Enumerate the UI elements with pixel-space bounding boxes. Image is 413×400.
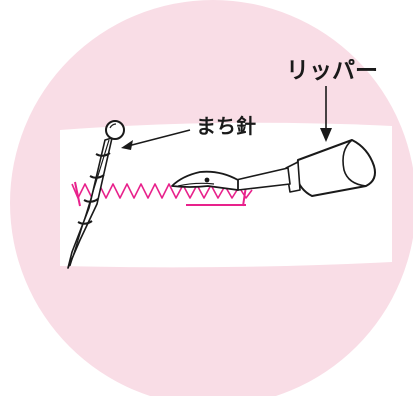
ripper-label: リッパー	[286, 58, 378, 84]
ripper-pointer-arrow	[320, 86, 332, 142]
stitch-end-left	[74, 181, 81, 207]
seam-ripper-icon	[171, 139, 376, 197]
pin-icon	[67, 120, 125, 269]
pin-pointer-arrow	[121, 129, 191, 150]
zigzag-stitch	[71, 183, 253, 199]
pin-label: まち針	[196, 114, 256, 138]
